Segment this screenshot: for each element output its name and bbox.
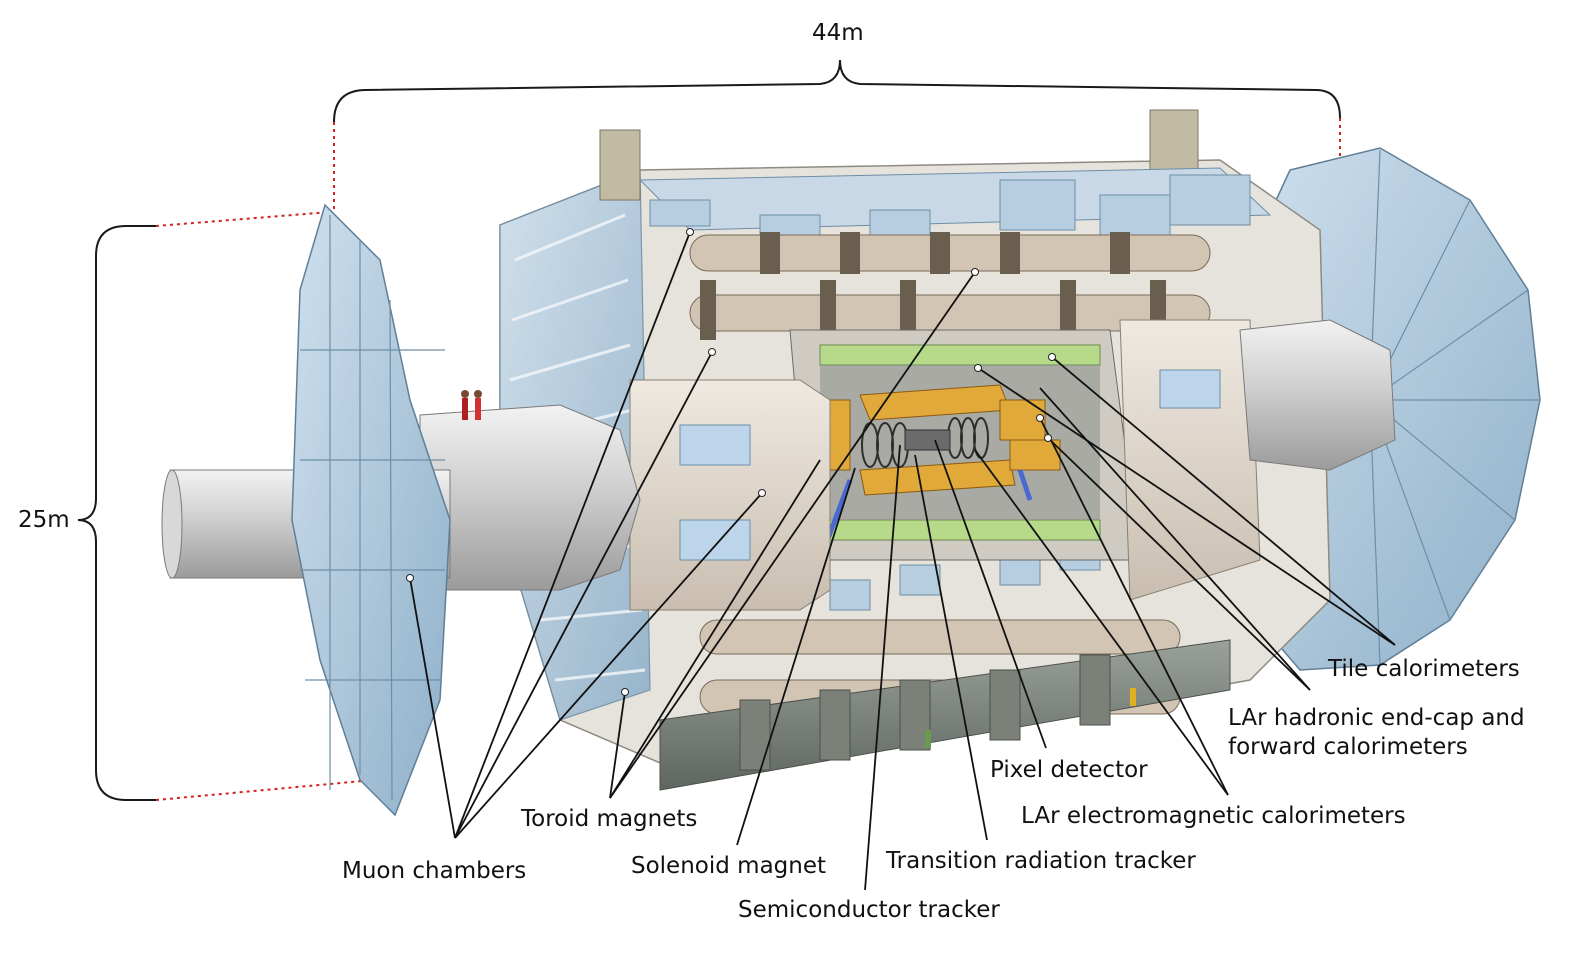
label-tile-calorimeters: Tile calorimeters <box>1328 656 1520 682</box>
label-sct: Semiconductor tracker <box>738 897 1000 923</box>
height-dimension: 25m <box>18 507 70 533</box>
barrel-body <box>499 109 1331 791</box>
left-shielding <box>161 379 831 611</box>
left-muon-wheel <box>291 203 451 817</box>
right-endcap <box>1119 319 1396 601</box>
label-muon-chambers: Muon chambers <box>342 858 527 884</box>
people-figures <box>461 390 1136 748</box>
label-lar-hadronic-line1: LAr hadronic end-cap and <box>1228 705 1525 731</box>
label-toroid-magnets: Toroid magnets <box>521 806 698 832</box>
label-lar-hadronic-line2: forward calorimeters <box>1228 734 1468 760</box>
length-dimension: 44m <box>812 20 864 46</box>
label-trt: Transition radiation tracker <box>886 848 1196 874</box>
dimension-dotted-lines <box>155 118 1341 801</box>
leader-dots <box>406 228 1056 696</box>
label-pixel-detector: Pixel detector <box>990 757 1148 783</box>
length-bracket <box>333 59 1341 123</box>
height-bracket <box>77 225 156 801</box>
label-lar-em: LAr electromagnetic calorimeters <box>1021 803 1406 829</box>
leader-lines <box>409 231 1396 891</box>
label-solenoid-magnet: Solenoid magnet <box>631 853 827 879</box>
